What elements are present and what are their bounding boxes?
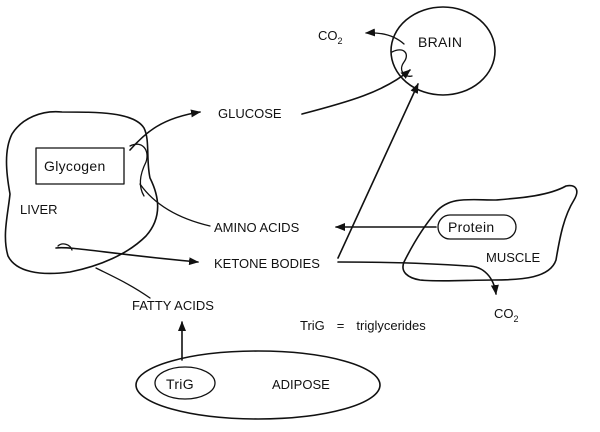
co2-right-label: CO2 xyxy=(494,306,519,324)
muscle-shape xyxy=(402,184,578,282)
arrow-brain-to-co2 xyxy=(365,28,405,45)
arrow-glucose-to-brain xyxy=(301,69,411,115)
liver-lower-loop xyxy=(57,243,73,251)
liver-inner-fold xyxy=(129,143,148,197)
line-liver-to-amino xyxy=(139,183,211,227)
co2-top-text: CO xyxy=(318,28,338,43)
co2-top-subscript: 2 xyxy=(338,36,343,46)
line-fatty-acids-to-liver xyxy=(95,267,151,299)
arrow-liver-to-ketone xyxy=(55,246,199,266)
co2-right-subscript: 2 xyxy=(514,314,519,324)
muscle-label: MUSCLE xyxy=(486,250,541,265)
co2-top-label: CO2 xyxy=(318,28,343,46)
trig-key: TriG = triglycerides xyxy=(300,318,426,333)
glucose-label: GLUCOSE xyxy=(218,106,282,121)
protein-label: Protein xyxy=(448,219,494,235)
trig-key-definition: triglycerides xyxy=(356,318,426,333)
ketone-bodies-label: KETONE BODIES xyxy=(214,256,320,271)
glycogen-box xyxy=(35,147,125,185)
brain-shape xyxy=(390,6,496,96)
adipose-shape xyxy=(135,350,381,420)
arrow-ketone-to-brain xyxy=(337,83,419,259)
trig-key-abbrev: TriG xyxy=(300,318,325,333)
trig-label: TriG xyxy=(166,376,194,392)
protein-box xyxy=(437,214,517,240)
co2-right-text: CO xyxy=(494,306,514,321)
adipose-label: ADIPOSE xyxy=(272,377,330,392)
liver-label: LIVER xyxy=(20,202,58,217)
glycogen-label: Glycogen xyxy=(44,158,106,174)
trig-oval xyxy=(154,366,216,400)
trig-key-equals: = xyxy=(337,318,345,333)
fatty-acids-label: FATTY ACIDS xyxy=(132,298,214,313)
arrow-ketone-to-co2 xyxy=(337,261,499,295)
brain-label: BRAIN xyxy=(418,34,462,50)
brain-inner-wiggle xyxy=(391,49,413,77)
amino-acids-label: AMINO ACIDS xyxy=(214,220,300,235)
arrow-liver-to-glucose xyxy=(129,109,201,151)
